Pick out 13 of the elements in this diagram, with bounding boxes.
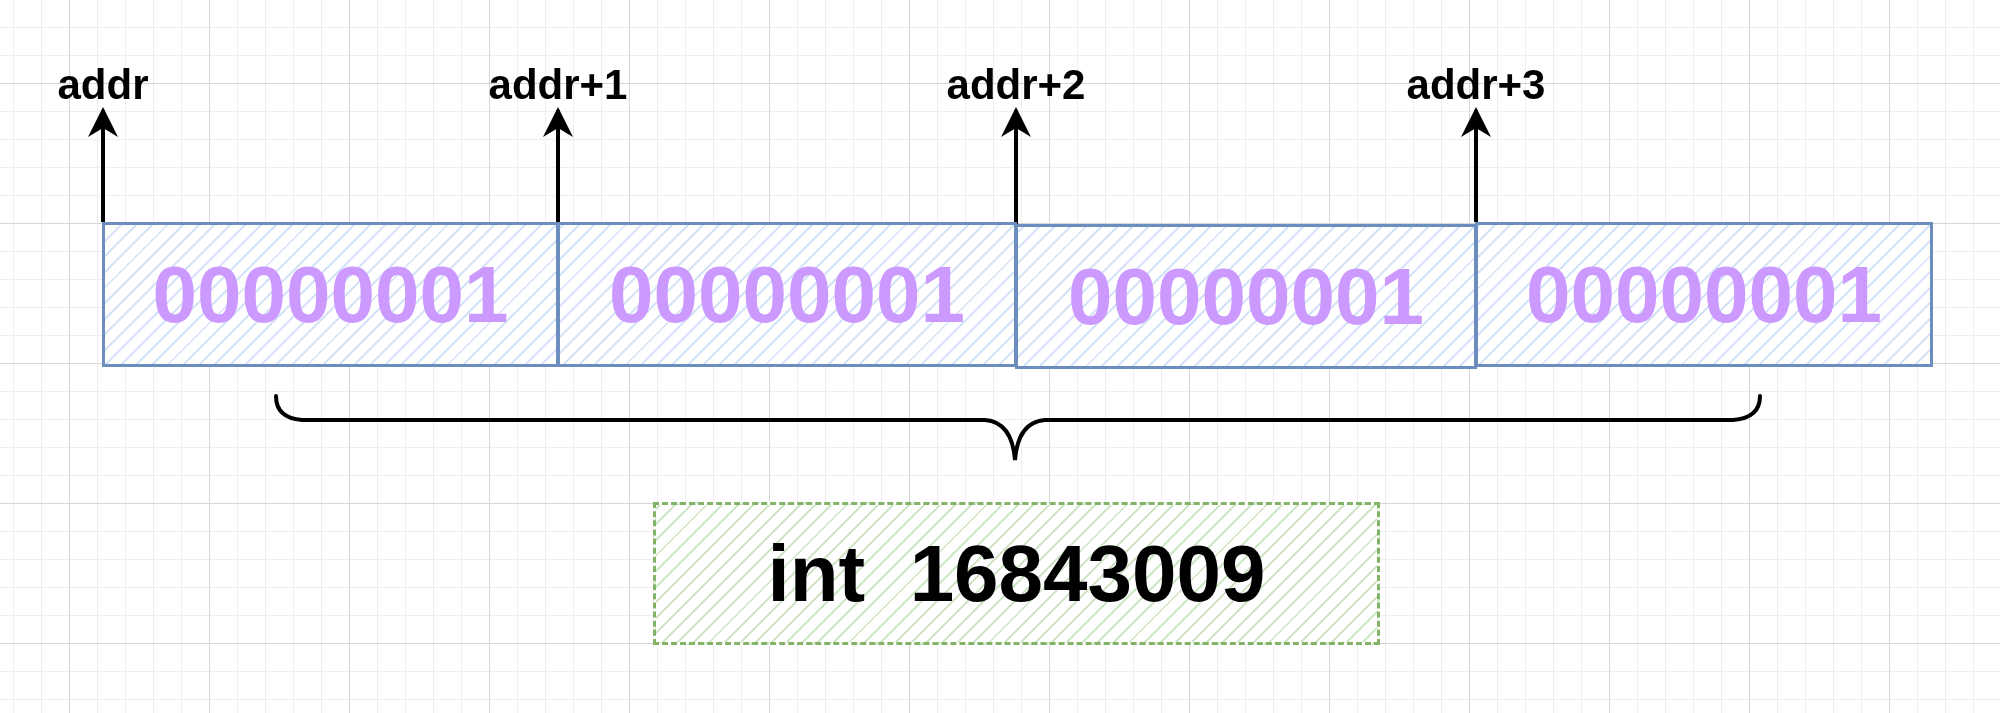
byte-box: 00000001 <box>1015 224 1477 369</box>
address-label: addr <box>57 60 149 110</box>
arrow <box>1461 107 1491 222</box>
address-label: addr+3 <box>1406 60 1546 110</box>
address-label: addr+1 <box>488 60 628 110</box>
arrow <box>543 107 573 222</box>
address-label: addr+2 <box>946 60 1086 110</box>
byte-box: 00000001 <box>557 222 1017 367</box>
byte-box: 00000001 <box>1475 222 1933 367</box>
value-box: int 16843009 <box>653 502 1380 645</box>
arrow <box>1001 107 1031 224</box>
arrow <box>88 107 118 222</box>
byte-box: 00000001 <box>102 222 559 367</box>
